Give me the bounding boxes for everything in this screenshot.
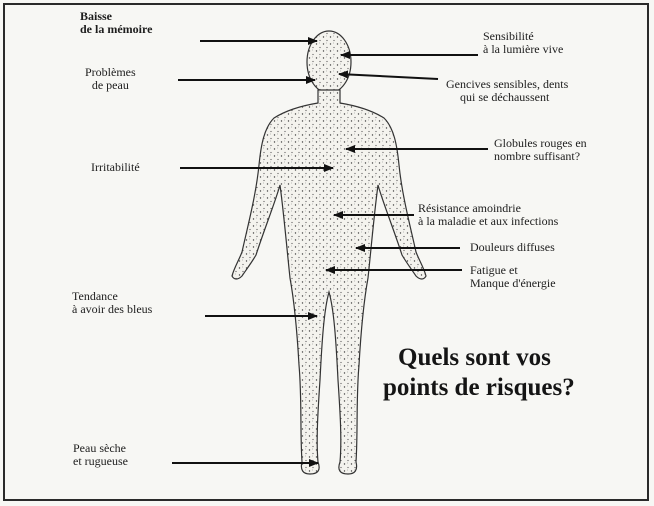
label-light-line2: à la lumière vive <box>483 43 563 56</box>
label-memory-line2: de la mémoire <box>80 23 152 36</box>
label-infection: Résistance amoindrie à la maladie et aux… <box>418 202 558 228</box>
headline-line1: Quels sont vos <box>398 343 575 373</box>
label-fatigue: Fatigue et Manque d'énergie <box>470 264 556 290</box>
arrow-gums <box>339 74 438 79</box>
label-pain-line1: Douleurs diffuses <box>470 241 555 254</box>
headline-title: Quels sont vos points de risques? <box>398 343 575 403</box>
label-skin-line2: de peau <box>85 79 136 92</box>
label-pain: Douleurs diffuses <box>470 241 555 254</box>
label-bruises: Tendance à avoir des bleus <box>72 290 152 316</box>
label-blood-line2: nombre suffisant? <box>494 150 587 163</box>
label-gums: Gencives sensibles, dents qui se déchaus… <box>446 78 568 104</box>
headline-line2: points de risques? <box>383 373 575 403</box>
label-irritability-line1: Irritabilité <box>91 161 140 174</box>
label-infection-line2: à la maladie et aux infections <box>418 215 558 228</box>
label-gums-line2: qui se déchaussent <box>446 91 568 104</box>
body-figure <box>232 90 426 474</box>
label-dry-skin: Peau sèche et rugueuse <box>73 442 128 468</box>
label-light: Sensibilité à la lumière vive <box>483 30 563 56</box>
label-dry-skin-line2: et rugueuse <box>73 455 128 468</box>
label-irritability: Irritabilité <box>91 161 140 174</box>
label-skin: Problèmes de peau <box>85 66 136 92</box>
human-body-figure <box>232 31 426 474</box>
label-fatigue-line2: Manque d'énergie <box>470 277 556 290</box>
label-bruises-line2: à avoir des bleus <box>72 303 152 316</box>
label-memory: Baisse de la mémoire <box>80 10 152 36</box>
label-blood: Globules rouges en nombre suffisant? <box>494 137 587 163</box>
